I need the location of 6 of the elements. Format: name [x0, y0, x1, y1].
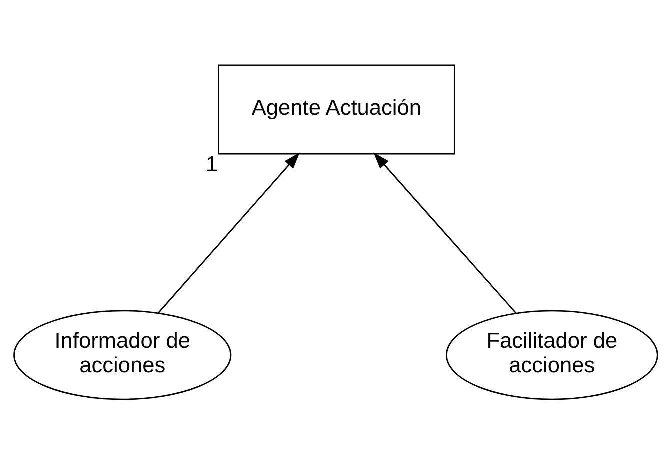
node-label: 1 [206, 151, 218, 176]
node-box: Agente Actuación [218, 64, 456, 154]
arrow [158, 152, 300, 314]
arrow [374, 152, 517, 314]
node-ellipse: Facilitador de acciones [446, 310, 658, 400]
node-ellipse: Informador de acciones [14, 310, 232, 400]
